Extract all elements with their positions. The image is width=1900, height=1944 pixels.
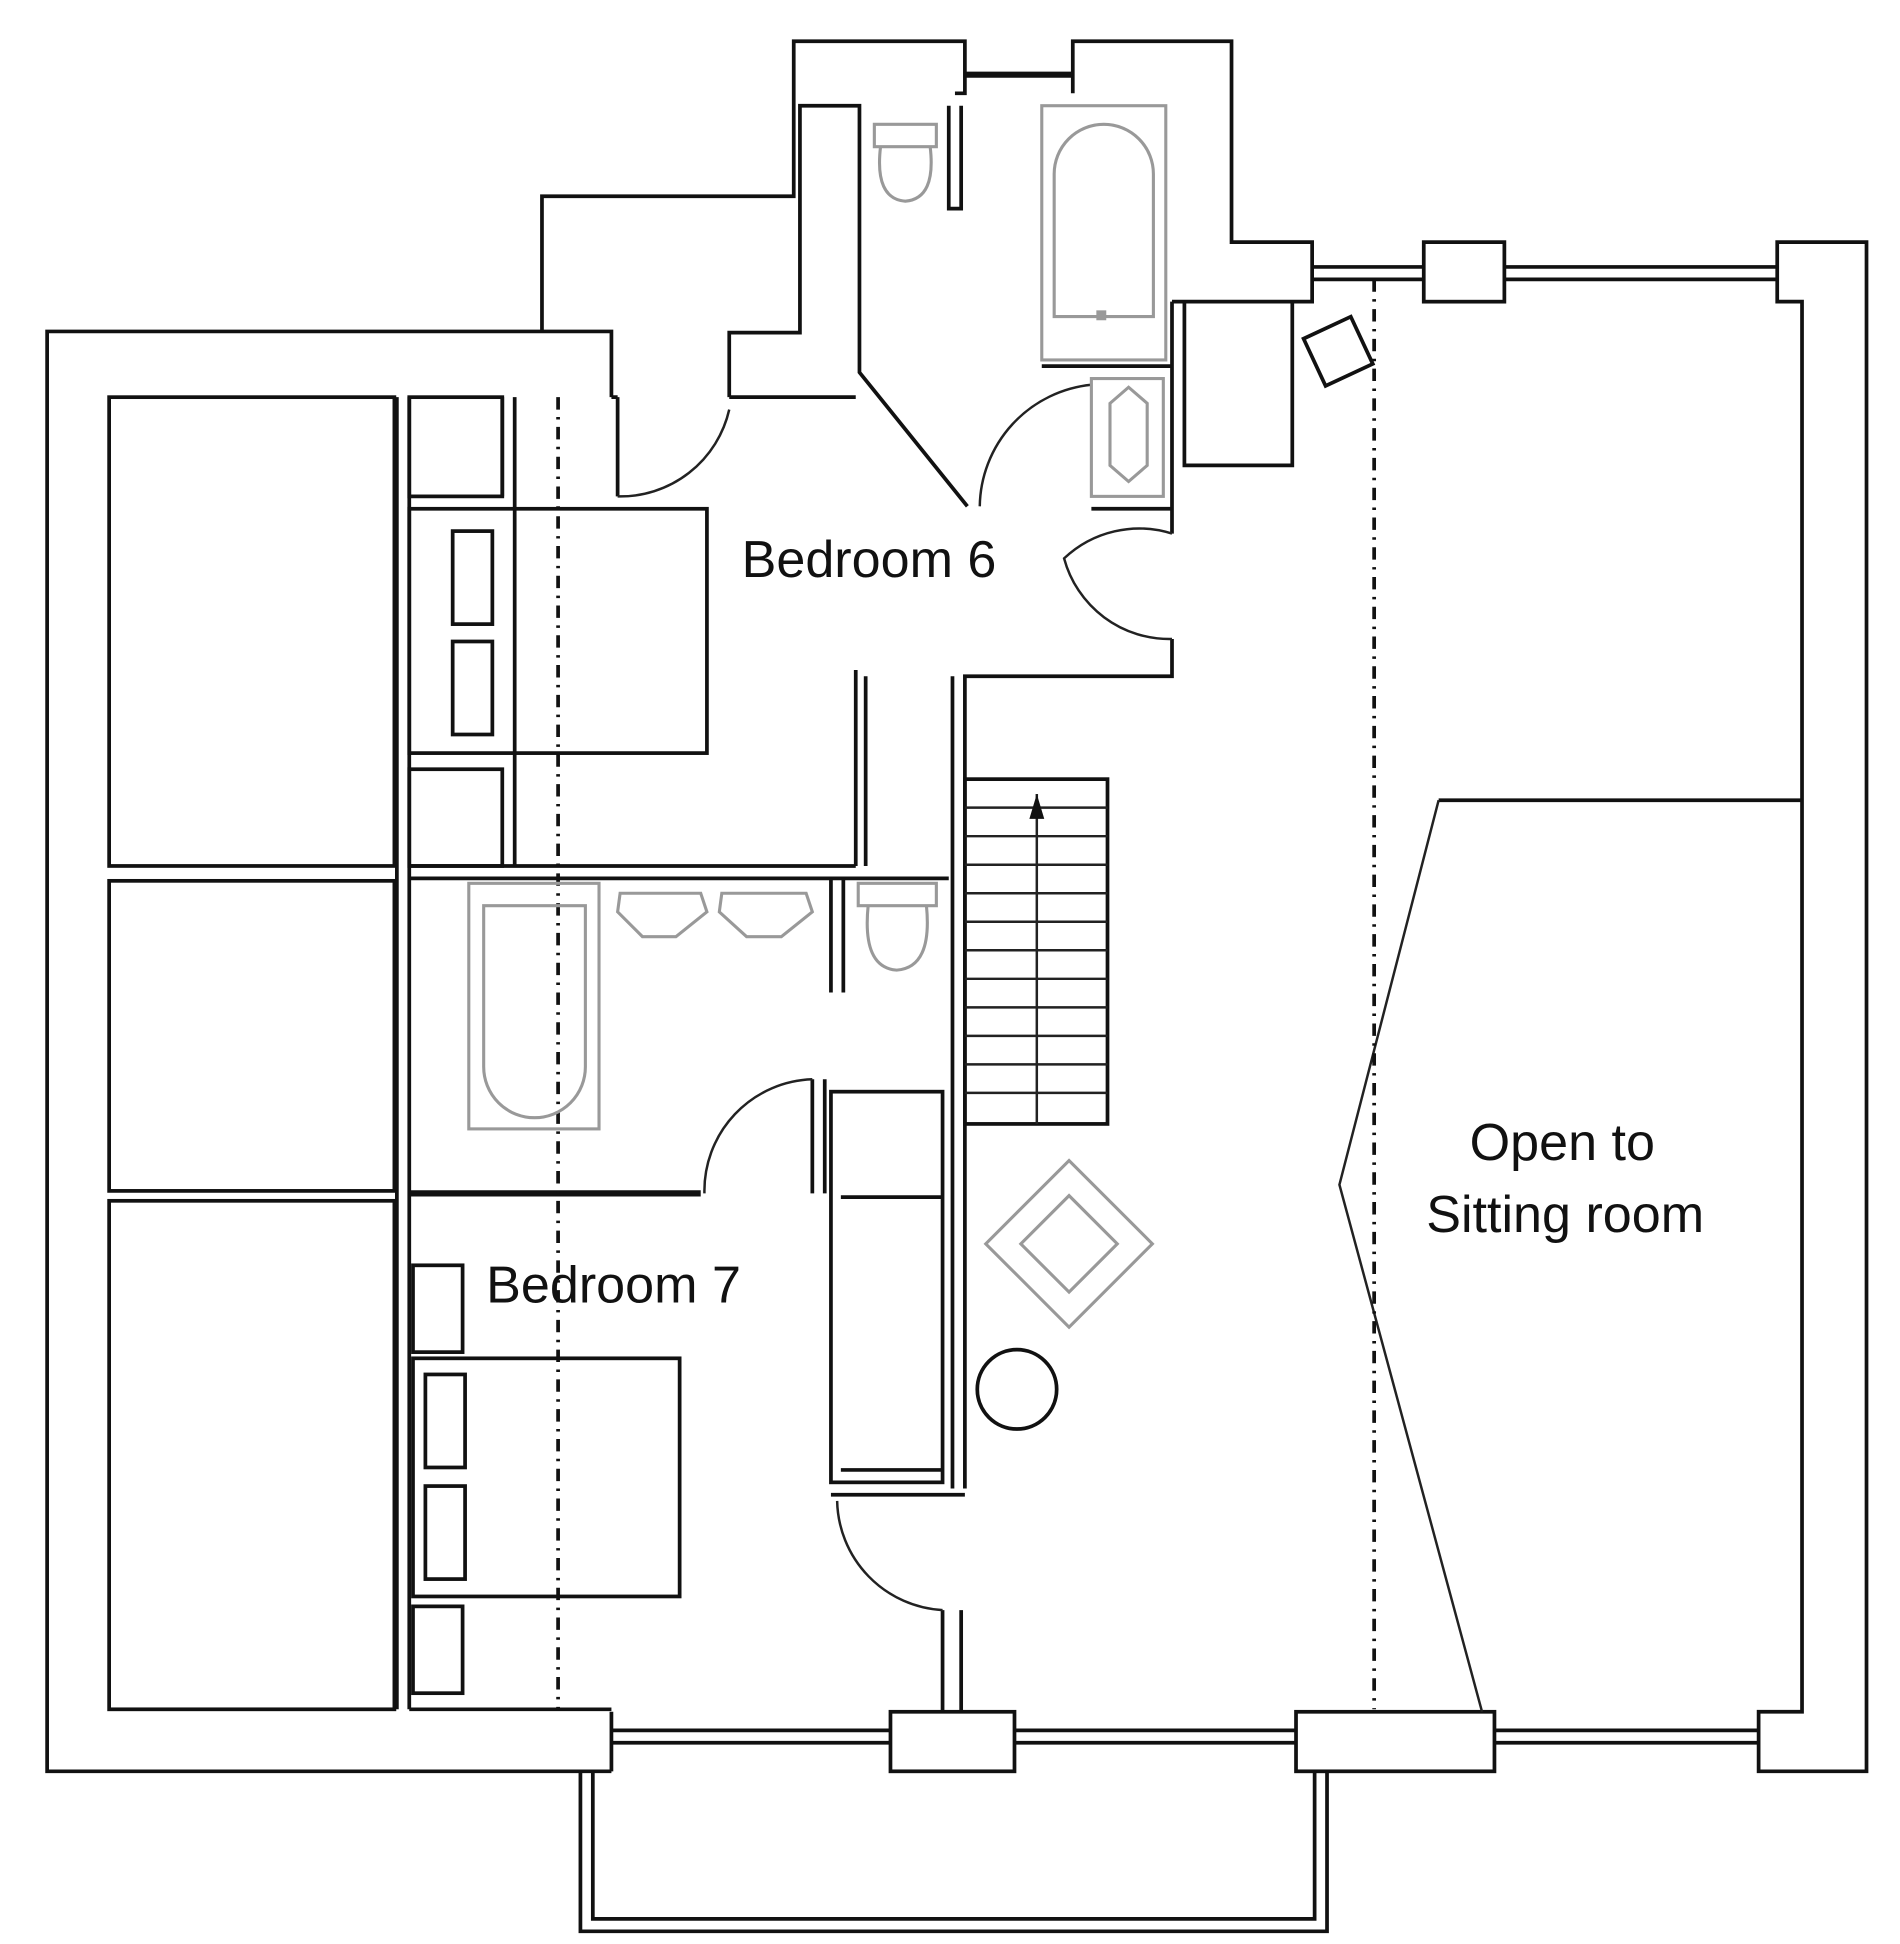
exterior-walls xyxy=(45,39,1869,1934)
basin-icon xyxy=(615,891,709,939)
toilet-icon xyxy=(872,122,938,203)
beds xyxy=(407,506,709,1696)
bathtub-icon xyxy=(1040,104,1168,362)
bed-bedroom-6 xyxy=(407,506,709,755)
basin-icon xyxy=(1089,377,1165,498)
door-swings xyxy=(617,383,1173,1612)
label-open-to: Open to xyxy=(1470,1114,1655,1172)
basin-icon xyxy=(717,891,815,939)
label-bedroom-7: Bedroom 7 xyxy=(486,1257,741,1315)
bathtub-icon xyxy=(467,881,601,1131)
round-table-icon xyxy=(975,1347,1059,1431)
ridge-lines xyxy=(556,279,1377,1710)
chair-icon xyxy=(1301,314,1376,389)
furniture xyxy=(975,314,1376,1431)
bathroom-fixtures xyxy=(467,104,1168,1131)
room-labels: Bedroom 6 Bedroom 7 Open to Sitting room xyxy=(486,531,1704,1315)
armchair-icon xyxy=(983,1158,1155,1330)
staircase xyxy=(963,777,1110,1126)
label-bedroom-6: Bedroom 6 xyxy=(742,531,997,589)
bed-bedroom-7 xyxy=(411,1356,682,1599)
toilet-icon xyxy=(856,881,938,972)
interior-walls xyxy=(409,103,1803,1713)
stair-arrow-icon xyxy=(1029,794,1045,819)
label-sitting-room: Sitting room xyxy=(1426,1186,1704,1244)
